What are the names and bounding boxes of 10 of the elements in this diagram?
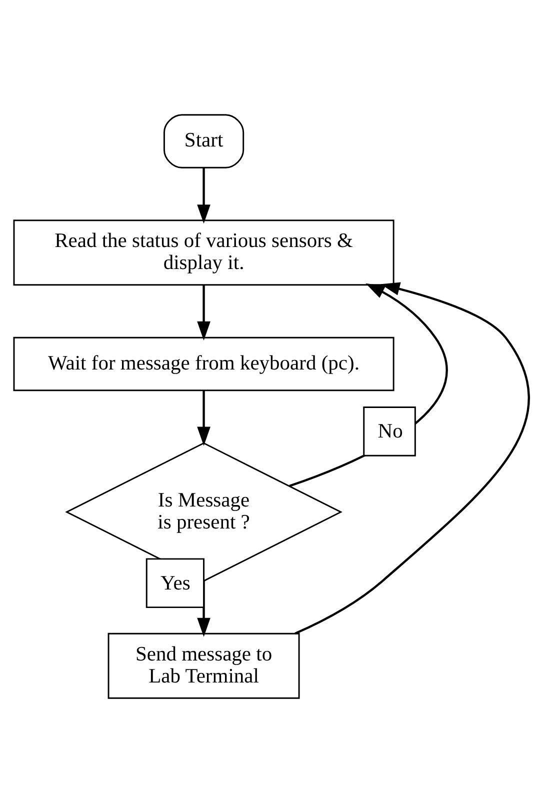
arrow [197, 167, 210, 224]
node-box: Start [163, 114, 244, 168]
node-box: Wait for message from keyboard (pc). [13, 336, 394, 391]
arrow [197, 580, 210, 636]
edge-label: No [378, 420, 403, 442]
node-box: Read the status of various sensors & display it. [13, 219, 394, 286]
arrow [197, 284, 210, 340]
node-box: Send message to Lab Terminal [108, 632, 300, 698]
arrow [197, 390, 210, 446]
arrow [294, 282, 530, 634]
